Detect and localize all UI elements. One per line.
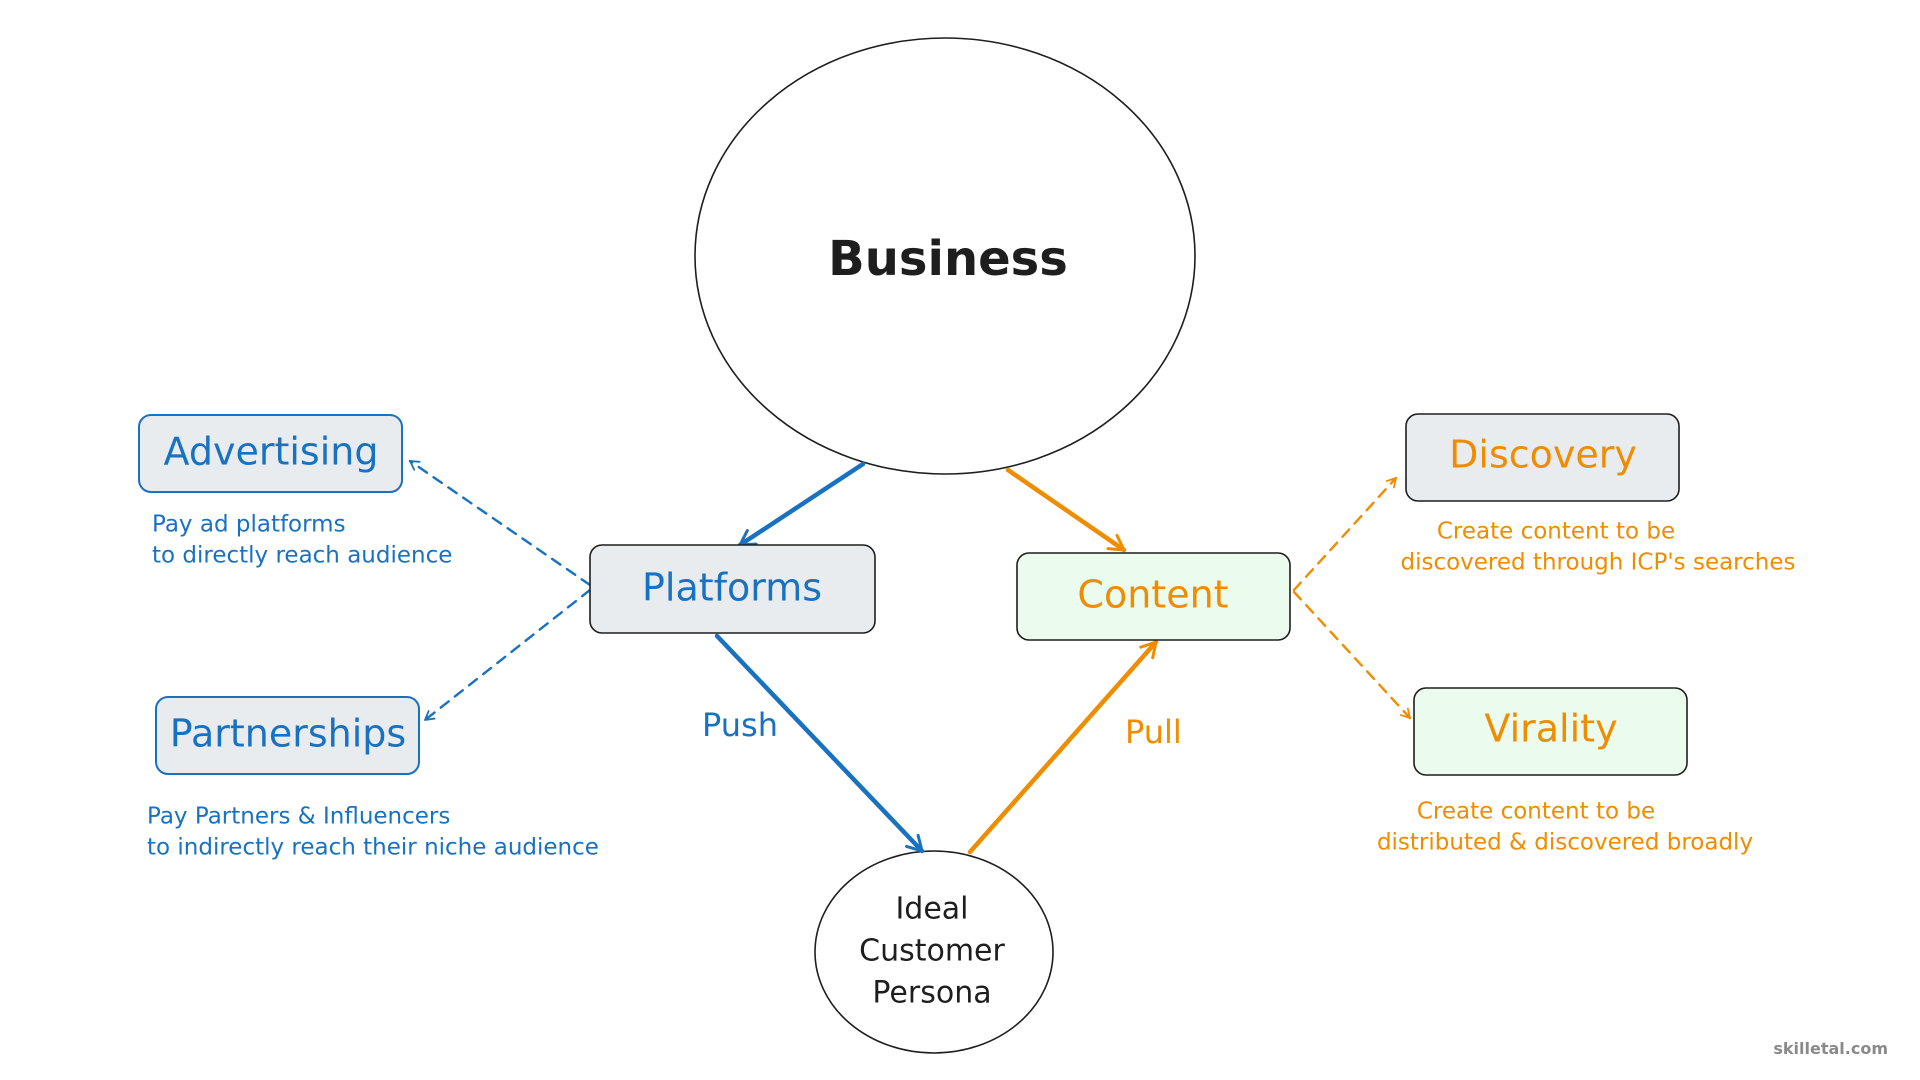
arrow-business-to-content xyxy=(1005,467,1127,553)
discovery-node[interactable] xyxy=(1405,413,1680,502)
partnerships-note-line-2: to indirectly reach their niche audience xyxy=(147,835,599,861)
advertising-node[interactable] xyxy=(138,414,403,493)
arrow-icp-to-content xyxy=(967,639,1159,855)
arrow-business-to-platforms xyxy=(737,461,866,548)
arrow-content-to-virality xyxy=(1292,590,1412,720)
discovery-note-line-2: discovered through ICP's searches xyxy=(1400,550,1795,576)
virality-note-line-1: Create content to be xyxy=(1417,799,1655,825)
pull-label: Pull xyxy=(1125,713,1182,751)
advertising-note-line-2: to directly reach audience xyxy=(152,543,452,569)
icp-node[interactable] xyxy=(814,850,1054,1054)
advertising-note-line-1: Pay ad platforms xyxy=(152,512,346,538)
advertising-label: Advertising xyxy=(164,430,379,474)
partnerships-note-line-1: Pay Partners & Influencers xyxy=(147,804,450,830)
partnerships-label: Partnerships xyxy=(170,712,406,756)
icp-label-line-2: Customer xyxy=(859,934,1005,969)
arrow-platforms-to-partnerships xyxy=(423,588,592,722)
business-label: Business xyxy=(828,231,1068,287)
partnerships-node[interactable] xyxy=(155,696,420,775)
arrow-platforms-to-icp xyxy=(714,633,925,854)
arrow-platforms-to-advertising xyxy=(408,459,592,587)
watermark: skilletal.com xyxy=(1773,1039,1888,1058)
virality-node[interactable] xyxy=(1413,687,1688,776)
virality-note-line-2: distributed & discovered broadly xyxy=(1377,830,1753,856)
content-label: Content xyxy=(1077,573,1228,617)
virality-label: Virality xyxy=(1484,707,1617,751)
business-node[interactable] xyxy=(694,37,1196,475)
icp-label-line-1: Ideal xyxy=(895,892,968,927)
content-node[interactable] xyxy=(1016,552,1291,641)
discovery-note-line-1: Create content to be xyxy=(1437,519,1675,545)
push-label: Push xyxy=(702,706,778,744)
discovery-label: Discovery xyxy=(1449,433,1637,477)
platforms-node[interactable] xyxy=(589,544,876,634)
platforms-label: Platforms xyxy=(642,566,822,610)
arrow-content-to-discovery xyxy=(1292,476,1398,592)
icp-label-line-3: Persona xyxy=(872,976,991,1011)
